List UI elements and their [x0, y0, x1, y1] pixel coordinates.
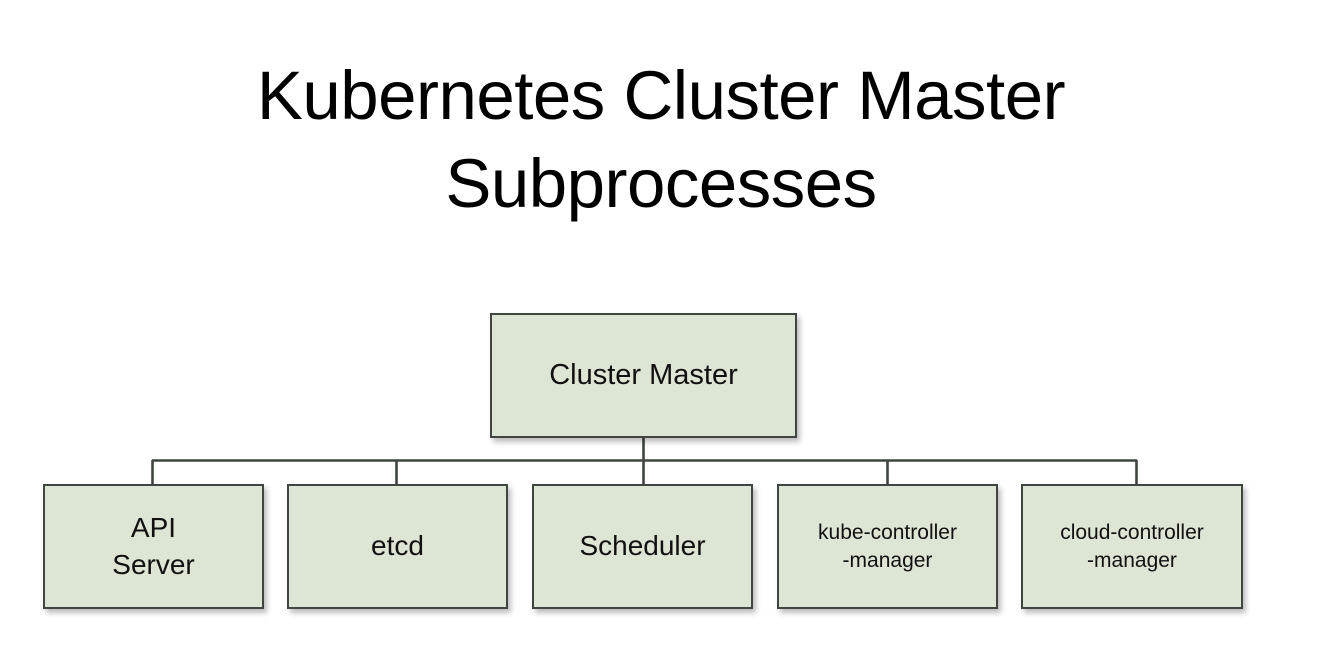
node-kube-controller-manager[interactable]: kube-controller -manager — [777, 484, 998, 609]
node-scheduler-label: Scheduler — [579, 530, 706, 562]
node-cluster-master-label: Cluster Master — [549, 359, 738, 392]
node-kube-controller-manager-label: kube-controller -manager — [818, 520, 957, 572]
node-api-server-label: API Server — [112, 511, 195, 580]
node-cluster-master[interactable]: Cluster Master — [490, 313, 797, 438]
node-scheduler[interactable]: Scheduler — [532, 484, 753, 609]
node-etcd-label: etcd — [371, 530, 424, 562]
node-api-server[interactable]: API Server — [43, 484, 264, 609]
page-title: Kubernetes Cluster Master Subprocesses — [256, 57, 1066, 222]
node-etcd[interactable]: etcd — [287, 484, 508, 609]
node-cloud-controller-manager-label: cloud-controller -manager — [1060, 520, 1204, 572]
node-cloud-controller-manager[interactable]: cloud-controller -manager — [1021, 484, 1243, 609]
